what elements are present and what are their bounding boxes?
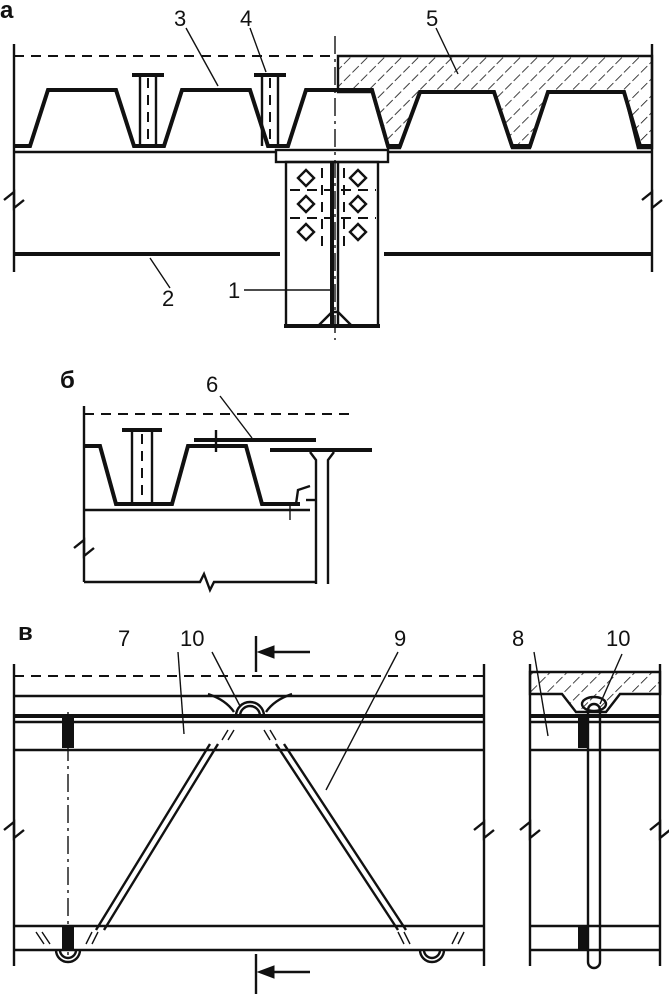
vertical-stiffener-bottom (578, 926, 588, 950)
break-mark (3, 189, 25, 211)
section-v: в (3, 619, 495, 994)
label-6: 6 (206, 372, 218, 397)
break-mark (649, 819, 669, 841)
weld-marks (35, 729, 465, 945)
section-arrowhead-bottom (256, 965, 275, 979)
leader-2 (149, 257, 171, 289)
label-10-side: 10 (606, 626, 630, 651)
leader-7 (177, 651, 185, 735)
leader-9 (325, 651, 399, 791)
label-8: 8 (512, 626, 524, 651)
label-2: 2 (162, 286, 174, 311)
edge-beam (270, 448, 372, 584)
break-mark (519, 819, 541, 841)
section-a-label: а (0, 0, 14, 24)
leader-10-side (599, 653, 623, 705)
leader-8 (533, 651, 549, 737)
beam-bottom-line (84, 571, 316, 593)
lattice-diagonal (274, 743, 400, 931)
loop-connector-bottom (54, 949, 446, 964)
lattice-diagonal (102, 743, 220, 931)
label-10: 10 (180, 626, 204, 651)
label-4: 4 (240, 6, 252, 31)
label-3: 3 (174, 6, 186, 31)
break-mark (641, 189, 663, 211)
vertical-stiffener-bottom (62, 926, 74, 950)
leader-3 (185, 27, 219, 87)
stud-connector (122, 428, 162, 504)
stud-connector (254, 73, 286, 146)
label-5: 5 (426, 6, 438, 31)
stud-connector (132, 73, 164, 146)
label-9: 9 (394, 626, 406, 651)
deck-end-bend (294, 484, 311, 505)
concrete-fill-region (528, 670, 662, 714)
main-beam (274, 36, 390, 340)
leader-5 (435, 27, 459, 75)
leader-10 (211, 651, 241, 707)
section-b: б 6 (60, 367, 372, 593)
section-v-side: 8 10 (512, 626, 669, 970)
section-b-label: б (60, 367, 75, 394)
label-7: 7 (118, 626, 130, 651)
break-mark (3, 819, 25, 841)
profiled-deck (14, 88, 652, 148)
vertical-stiffener-top (62, 718, 74, 748)
loop-bar (580, 695, 608, 970)
vertical-stiffener-top (578, 718, 588, 748)
label-1: 1 (228, 278, 240, 303)
section-arrowhead-top (256, 645, 275, 659)
leader-4 (249, 27, 267, 73)
lattice-diagonal (94, 743, 212, 931)
leader-6 (219, 395, 253, 439)
loop-connector-top (207, 692, 293, 717)
break-mark (473, 819, 495, 841)
section-v-label: в (18, 619, 33, 646)
lattice-diagonal (282, 743, 408, 931)
section-a: а (0, 0, 663, 340)
break-mark (73, 537, 95, 559)
profiled-deck (84, 444, 300, 506)
